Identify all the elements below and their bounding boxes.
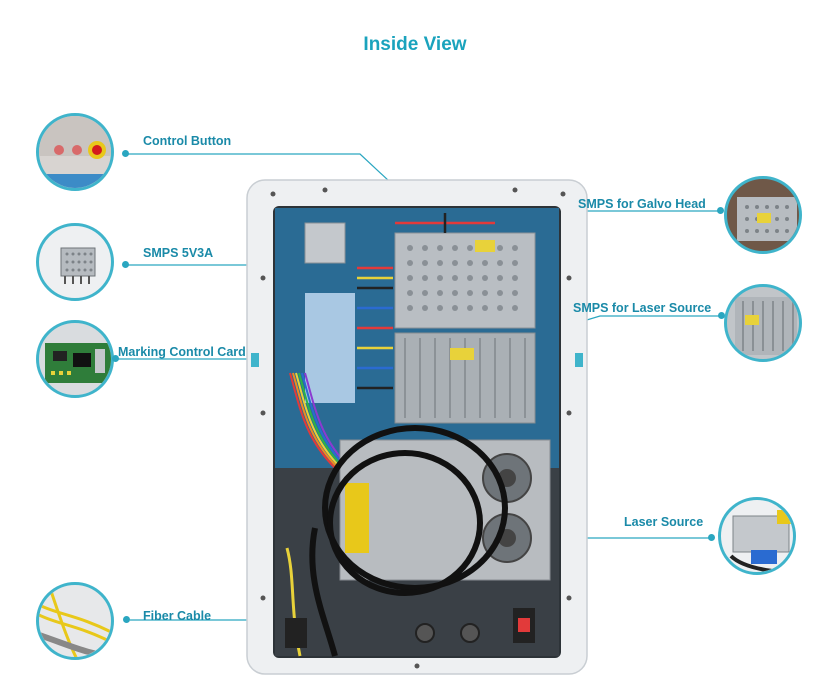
left-handle xyxy=(251,353,259,367)
smps-galvo-unit xyxy=(394,232,536,329)
machine-inside-view xyxy=(246,179,588,675)
ribbon-cable xyxy=(289,372,351,469)
smps-galvo-head-dot xyxy=(717,207,724,214)
laser-source-dot xyxy=(708,534,715,541)
label-marking-control-card: Marking Control Card xyxy=(118,345,246,359)
smps-5v3a-unit xyxy=(304,222,346,264)
fiber-cable-dot xyxy=(123,616,130,623)
label-laser-source: Laser Source xyxy=(624,515,704,529)
label-smps-5v3a: SMPS 5V3A xyxy=(143,246,214,260)
marking-control-card-dot xyxy=(112,355,119,362)
screw-holes xyxy=(260,187,572,669)
smps-laser-source-dot xyxy=(718,312,725,319)
bottom-connectors xyxy=(285,608,535,648)
label-fiber-cable: Fiber Cable xyxy=(143,609,212,623)
control-button-thumbnail xyxy=(36,113,114,191)
terminal-wires xyxy=(357,213,495,390)
coiled-cable xyxy=(309,425,508,657)
card-bracket xyxy=(305,293,355,403)
marking-control-card-thumbnail xyxy=(36,320,114,398)
label-smps-galvo-head: SMPS for Galvo Head xyxy=(578,197,706,211)
smps-5v3a-thumbnail xyxy=(36,223,114,301)
label-control-button: Control Button xyxy=(143,134,232,148)
smps-5v3a-dot xyxy=(122,261,129,268)
smps-laser-unit xyxy=(394,332,536,424)
page-title: Inside View xyxy=(363,34,467,55)
laser-source-thumbnail xyxy=(718,497,796,575)
control-button-dot xyxy=(122,150,129,157)
fiber-cable-thumbnail xyxy=(36,582,114,660)
smps-laser-source-thumbnail xyxy=(724,284,802,362)
smps-galvo-head-thumbnail xyxy=(724,176,802,254)
label-smps-laser-source: SMPS for Laser Source xyxy=(573,301,712,315)
right-handle xyxy=(575,353,583,367)
